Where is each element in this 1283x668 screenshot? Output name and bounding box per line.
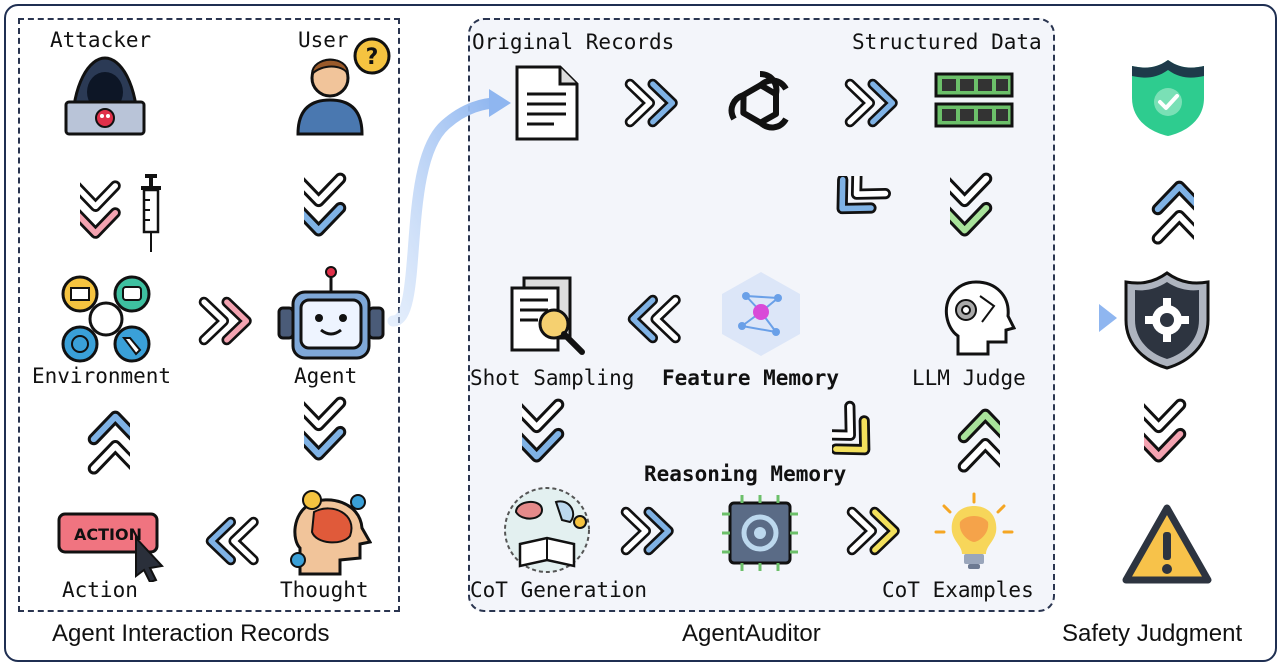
shot-sampling-label: Shot Sampling bbox=[470, 366, 635, 390]
diagonal-chevrons-yellow-icon bbox=[832, 392, 914, 464]
structured-data-label: Structured Data bbox=[852, 30, 1042, 54]
right-chevrons-cotgen-icon bbox=[608, 506, 688, 556]
document-icon bbox=[515, 65, 579, 141]
ai-head-icon bbox=[944, 280, 1016, 356]
feature-memory-label: Feature Memory bbox=[662, 366, 840, 390]
agent-interaction-caption: Agent Interaction Records bbox=[52, 620, 330, 647]
flow-arrow-to-judgment-icon bbox=[1015, 304, 1117, 332]
up-chevrons-green-icon bbox=[950, 394, 1000, 476]
left-chevrons-action-icon bbox=[192, 516, 274, 566]
magnifier-docs-icon bbox=[510, 276, 585, 355]
right-chevrons-records-icon bbox=[612, 78, 692, 128]
safety-judgment-caption: Safety Judgment bbox=[1062, 620, 1243, 647]
shield-gear-icon bbox=[1124, 271, 1210, 370]
down-chevrons-green-icon bbox=[950, 170, 1000, 252]
diagonal-chevrons-blue-icon bbox=[826, 176, 908, 248]
shield-check-icon bbox=[1132, 60, 1204, 136]
right-chevrons-structured-icon bbox=[832, 78, 912, 128]
svg-text:?: ? bbox=[366, 45, 379, 70]
circuit-icon bbox=[722, 495, 798, 571]
syringe-icon bbox=[141, 174, 161, 252]
thought-head-icon bbox=[290, 490, 372, 576]
cot-generation-label: CoT Generation bbox=[470, 578, 648, 602]
action-badge-text: ACTION bbox=[74, 525, 142, 544]
original-records-label: Original Records bbox=[472, 30, 675, 54]
lightbulb-icon bbox=[934, 492, 1014, 569]
down-chevrons-sampling-icon bbox=[522, 396, 572, 478]
outer-frame bbox=[4, 4, 1277, 662]
user-question-icon: ? bbox=[296, 37, 391, 136]
environment-icon bbox=[61, 275, 151, 363]
attacker-label: Attacker bbox=[50, 28, 152, 52]
action-badge-icon: ACTION bbox=[57, 512, 164, 582]
user-label: User bbox=[298, 28, 349, 52]
hacker-icon bbox=[64, 56, 146, 136]
llm-judge-label: LLM Judge bbox=[912, 366, 1026, 390]
thought-label: Thought bbox=[280, 578, 369, 602]
memory-chip-icon bbox=[934, 72, 1014, 128]
action-label: Action bbox=[62, 578, 138, 602]
left-chevrons-feature-icon bbox=[614, 294, 696, 344]
down-chevrons-user-icon bbox=[304, 170, 354, 252]
robot-icon bbox=[277, 266, 385, 360]
network-icon bbox=[722, 272, 800, 356]
up-chevrons-env-icon bbox=[80, 396, 130, 478]
cot-generation-icon bbox=[504, 487, 590, 573]
up-chevrons-safety-icon bbox=[1144, 166, 1194, 248]
down-chevrons-safety-icon bbox=[1144, 396, 1194, 478]
right-chevrons-cotexamples-icon bbox=[834, 506, 914, 556]
agent-label: Agent bbox=[294, 364, 358, 388]
cot-examples-label: CoT Examples bbox=[882, 578, 1034, 602]
warning-icon bbox=[1122, 504, 1212, 584]
down-chevrons-agent-icon bbox=[304, 394, 354, 476]
flow-arrow-to-auditor-icon bbox=[387, 89, 511, 327]
environment-label: Environment bbox=[32, 364, 172, 388]
down-chevrons-left-icon bbox=[80, 178, 130, 253]
reasoning-memory-label: Reasoning Memory bbox=[644, 462, 847, 486]
openai-logo-icon bbox=[728, 71, 789, 131]
right-chevrons-env-icon bbox=[186, 296, 266, 346]
agentauditor-caption: AgentAuditor bbox=[682, 620, 821, 647]
